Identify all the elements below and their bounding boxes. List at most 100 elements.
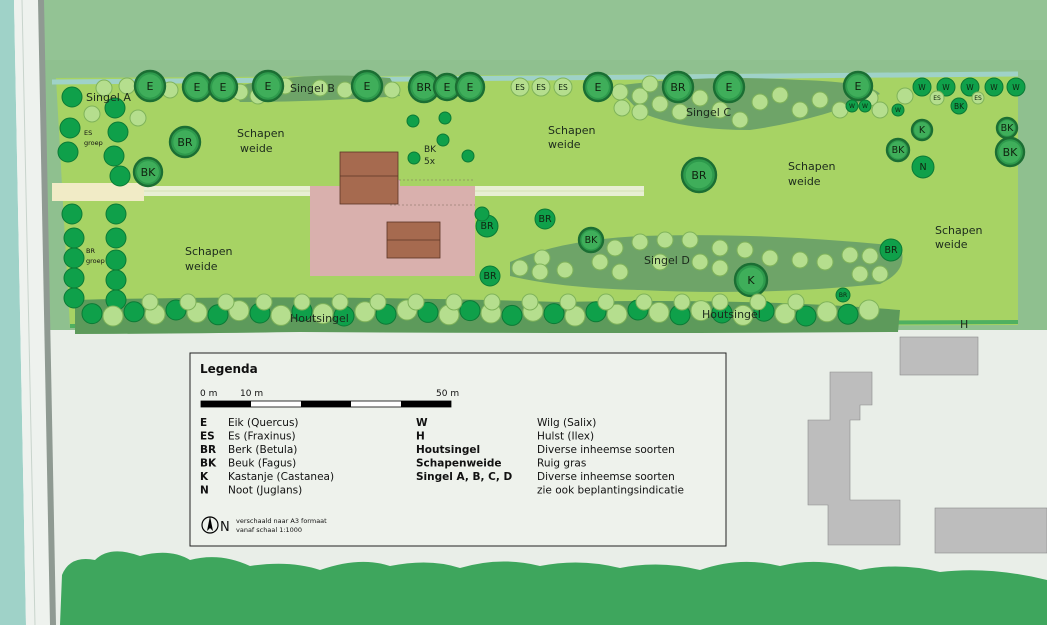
tree-code-label: ES [558,83,568,92]
legend-code: Schapenweide [416,458,502,470]
left-road-edge [38,0,56,625]
tree-crown [761,249,779,267]
tree-crown-inner [355,74,379,98]
tree-crown [293,293,311,311]
tree [671,103,689,121]
tree-wilg: W [858,99,872,113]
tree-crown-inner [999,120,1015,136]
label-singel-b: Singel B [290,82,335,95]
tree [635,293,653,311]
tree [533,249,551,267]
tree-es: ES [971,91,985,105]
tree-code-label: E [855,80,862,93]
legend-description: Hulst (Ilex) [537,431,594,443]
tree [681,231,699,249]
legend-description: Beuk (Fagus) [228,458,296,470]
tree [648,301,670,323]
tree [751,93,769,111]
tree-crown [691,253,709,271]
tree-crown [613,99,631,117]
tree-code-label: E [265,80,272,93]
tree-crown [816,301,838,323]
tree [141,293,159,311]
legend-title: Legenda [200,362,258,376]
tree [61,203,83,225]
tree-crown [791,101,809,119]
tree-crown [531,77,551,97]
tree-crown-inner [914,122,930,138]
tree-crown [791,251,809,269]
tree-code-label: W [862,103,868,110]
tree-crown [483,293,501,311]
tree-crown [61,203,83,225]
tree [228,300,250,322]
tree [816,253,834,271]
scale-50: 50 m [436,389,459,399]
legend-code: E [200,417,207,429]
label-houtsingel-2: Houtsingel [702,308,761,321]
label-schapen-4: Schapen [185,245,232,258]
tree [871,265,889,283]
tree [641,75,659,93]
tree [691,253,709,271]
tree [736,241,754,259]
tree-crown [123,301,145,323]
tree-wilg: W [960,77,980,97]
tree-crown [691,89,709,107]
tree-code-label: BR [839,292,847,299]
tree-crown [751,93,769,111]
legend-code: Houtsingel [416,444,480,456]
tree-berk: BR [534,208,556,230]
legend-code: W [416,417,428,429]
tree-crown-inner [999,141,1021,163]
tree-crown-inner [137,161,159,183]
tree-crown [929,90,945,106]
tree-crown-inner [412,75,436,99]
tree-code-label: BK [585,235,599,246]
tree-code-label: K [747,274,755,287]
tree-crown [1006,77,1026,97]
label-schapen-5: Schapen [935,224,982,237]
tree-code-label: BR [670,81,686,94]
tree-noot: N [911,155,935,179]
tree [417,301,439,323]
tree-crown [911,155,935,179]
label-weide-4: weide [185,260,218,273]
tree-crown [611,263,629,281]
tree-code-label: E [595,81,602,94]
tree [105,249,127,271]
tree-code-label: E [467,81,474,94]
tree [787,293,805,311]
tree-beuk: BK [132,156,164,188]
tree-code-label: ES [933,95,941,102]
tree-crown [771,86,789,104]
tree [461,149,475,163]
tree-code-label: BK [141,166,157,179]
tree [63,247,85,269]
tree-crown [673,293,691,311]
tree-crown [109,165,131,187]
tree-crown [461,149,475,163]
tree-crown [631,233,649,251]
tree-crown [611,83,629,101]
tree [217,293,235,311]
tree-crown [511,259,529,277]
tree-crown [63,287,85,309]
tree [336,81,354,99]
legend-description: Es (Fraxinus) [228,431,296,443]
tree [81,303,103,325]
tree-crown [631,103,649,121]
tree-crown [336,81,354,99]
tree-crown-inner [186,76,208,98]
tree-code-label: E [726,81,733,94]
tree-code-label: W [918,83,926,92]
label-bk-group-1: BK [424,145,437,155]
label-es-groep-1: ES [84,129,92,137]
tree-code-label: W [966,83,974,92]
tree [83,105,101,123]
tree-code-label: E [364,80,371,93]
tree [556,261,574,279]
tree-wilg: W [845,99,859,113]
tree-wilg: W [936,77,956,97]
